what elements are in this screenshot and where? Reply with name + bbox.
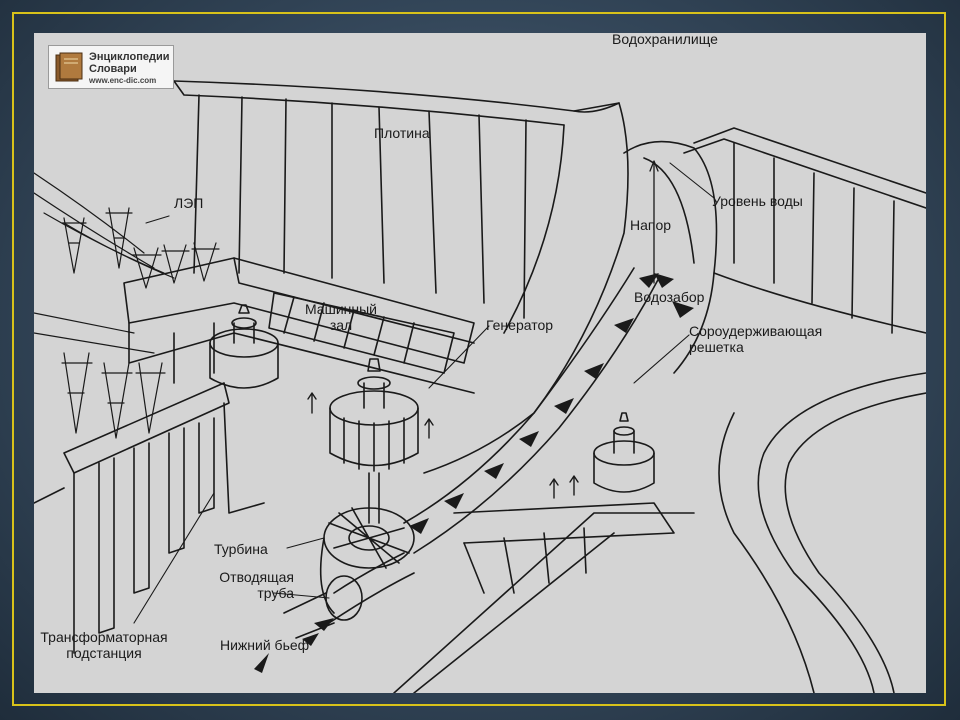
label-draft-tube: Отводящая труба [219,569,294,601]
logo-line2: Словари [89,63,137,75]
slide: Энциклопедии Словари www.enc-dic.com Вод… [34,33,926,693]
label-water-intake: Водозабор [634,289,705,305]
turbine [319,507,415,614]
label-turbine: Турбина [214,541,268,557]
logo[interactable]: Энциклопедии Словари www.enc-dic.com [48,45,174,89]
label-trash-rack: Сороудерживающая решетка [689,323,823,355]
generator-right [593,412,655,493]
generator-main [329,358,419,524]
label-head: Напор [630,217,672,233]
head-arrow [649,160,659,284]
label-power-line: ЛЭП [174,195,204,211]
logo-url: www.enc-dic.com [89,76,157,85]
substation-structure [34,382,265,654]
label-dam: Плотина [374,125,430,141]
slide-frame [12,12,946,706]
book-icon [55,52,83,82]
leader-lines [133,162,715,624]
label-tailwater: Нижний бьеф [220,637,310,653]
label-reservoir: Водохранилище [612,33,718,47]
logo-line1: Энциклопедии [89,51,170,63]
dam-wall [173,80,629,474]
label-substation: Трансформаторная подстанция [40,629,168,661]
up-arrows [307,392,579,499]
generator-left [209,304,279,389]
tailrace-structure [393,502,695,693]
river-bank [718,372,926,693]
reservoir-wall [623,127,926,374]
pylons [61,207,220,439]
label-generator: Генератор [486,317,554,333]
label-water-level: Уровень воды [712,193,803,209]
penstock [328,267,660,624]
hydropower-plant-diagram [34,80,926,693]
label-machine-hall: Машинный зал [304,301,377,333]
